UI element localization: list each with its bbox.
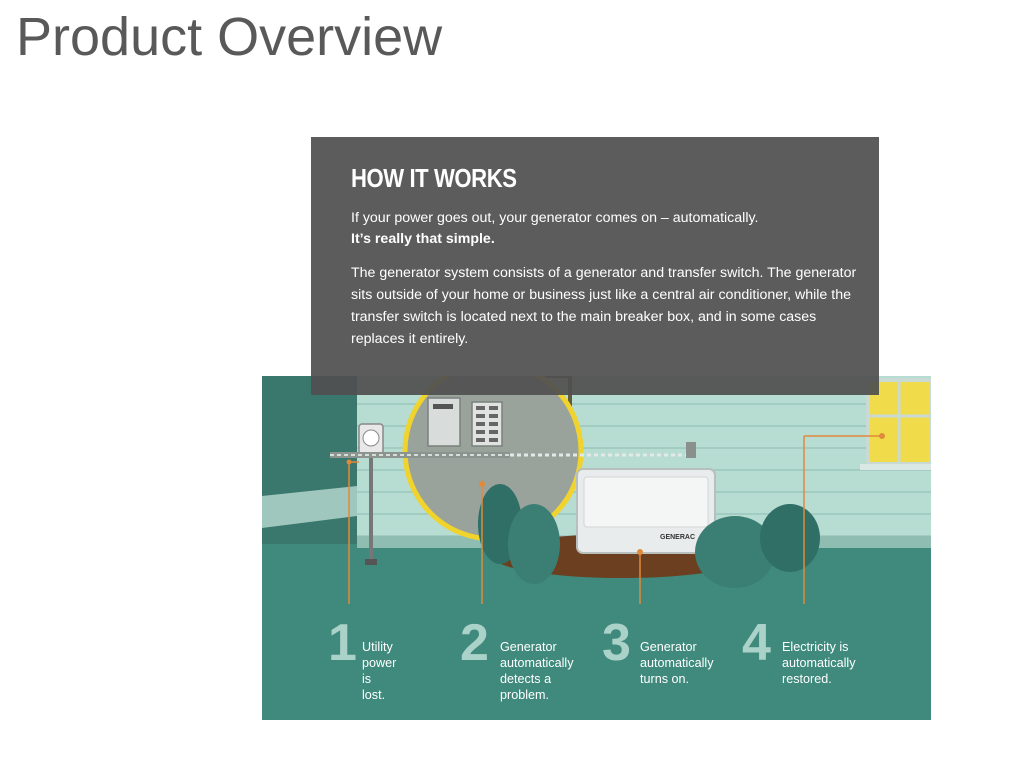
how-it-works-illustration: GENERAC xyxy=(262,376,931,720)
panel-lead-bold: It’s really that simple. xyxy=(351,231,495,247)
step-description: Electricity is automatically restored. xyxy=(782,640,856,686)
step-number: 4 xyxy=(742,614,771,672)
bushes-left xyxy=(478,484,560,584)
generator-brand-label: GENERAC xyxy=(660,534,695,541)
panel-body: The generator system consists of a gener… xyxy=(351,265,857,347)
magnifier-transfer-switch xyxy=(330,376,584,542)
panel-heading: HOW IT WORKS xyxy=(351,163,517,193)
slide-title: Product Overview xyxy=(16,7,443,67)
step-number: 1 xyxy=(328,614,357,672)
step-description: Generator automatically turns on. xyxy=(640,640,714,686)
step-number: 3 xyxy=(602,614,631,672)
step-description: Generator automatically detects a proble… xyxy=(500,640,574,702)
panel-lead-text: If your power goes out, your generator c… xyxy=(351,210,759,226)
step-description: Utility power is lost. xyxy=(362,640,397,702)
generator-unit xyxy=(576,468,716,554)
bushes-right xyxy=(695,504,820,588)
step-number: 2 xyxy=(460,614,489,672)
conduit-connector xyxy=(686,442,696,458)
panel-lead: If your power goes out, your generator c… xyxy=(351,208,859,250)
lit-window xyxy=(860,378,931,470)
how-it-works-panel: HOW IT WORKS If your power goes out, you… xyxy=(311,137,879,395)
sidewalk xyxy=(262,486,357,528)
connector-dots xyxy=(346,433,885,555)
